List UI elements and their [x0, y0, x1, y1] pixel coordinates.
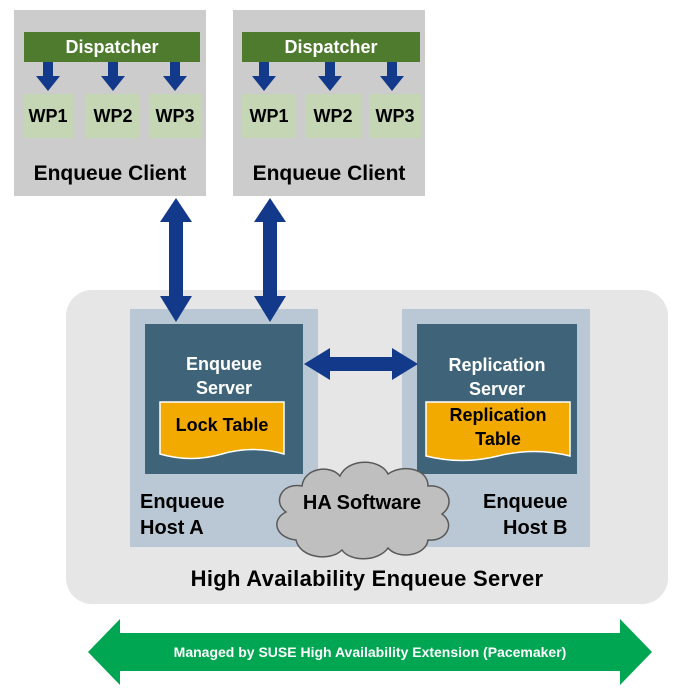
down-arrow-icon	[163, 62, 187, 91]
wp3-client-2: WP3	[369, 94, 421, 138]
client1-server-double-arrow-icon	[160, 198, 192, 322]
down-arrow-icon	[36, 62, 60, 91]
client-label-1: Enqueue Client	[33, 162, 187, 185]
replication-server-label-line2: Server	[468, 379, 526, 399]
enqueue-server-label: Enqueue Server	[185, 354, 262, 398]
replication-double-arrow-icon	[304, 348, 418, 380]
wp1-client-1: WP1	[23, 94, 73, 138]
wp2-client-2: WP2	[305, 94, 361, 138]
dispatcher-1: Dispatcher	[24, 32, 200, 62]
host-a-line2: Host A	[140, 517, 204, 539]
managed-by-label: Managed by SUSE High Availability Extens…	[173, 644, 567, 660]
ha-software-cloud-icon	[276, 461, 450, 560]
wp3-client-1: WP3	[149, 94, 201, 138]
down-arrow-icon	[318, 62, 342, 91]
client2-server-double-arrow-icon	[254, 198, 286, 322]
host-b-line2: Host B	[503, 517, 568, 539]
dispatcher-arrows-client-2	[252, 62, 404, 91]
ha-enqueue-server-title: High Availability Enqueue Server	[190, 566, 544, 591]
ha-software-label: HA Software	[302, 492, 422, 514]
host-b-line1: Enqueue	[483, 491, 568, 513]
replication-table-label-line2: Table	[475, 429, 521, 449]
managed-by-double-arrow-icon	[88, 619, 652, 685]
client-label-2: Enqueue Client	[252, 162, 406, 185]
down-arrow-icon	[380, 62, 404, 91]
down-arrow-icon	[252, 62, 276, 91]
wp1-client-2: WP1	[242, 94, 296, 138]
replication-table-label-line1: Replication	[449, 405, 547, 425]
replication-server-label-line1: Replication	[448, 355, 546, 375]
wp2-client-1: WP2	[86, 94, 140, 138]
host-a-line1: Enqueue	[140, 491, 225, 513]
dispatcher-arrows-client-1	[36, 62, 187, 91]
lock-table-label: Lock Table	[175, 415, 269, 435]
dispatcher-2: Dispatcher	[242, 32, 420, 62]
replication-table-document-icon	[425, 401, 571, 462]
lock-table-document-icon	[159, 401, 285, 460]
down-arrow-icon	[101, 62, 125, 91]
